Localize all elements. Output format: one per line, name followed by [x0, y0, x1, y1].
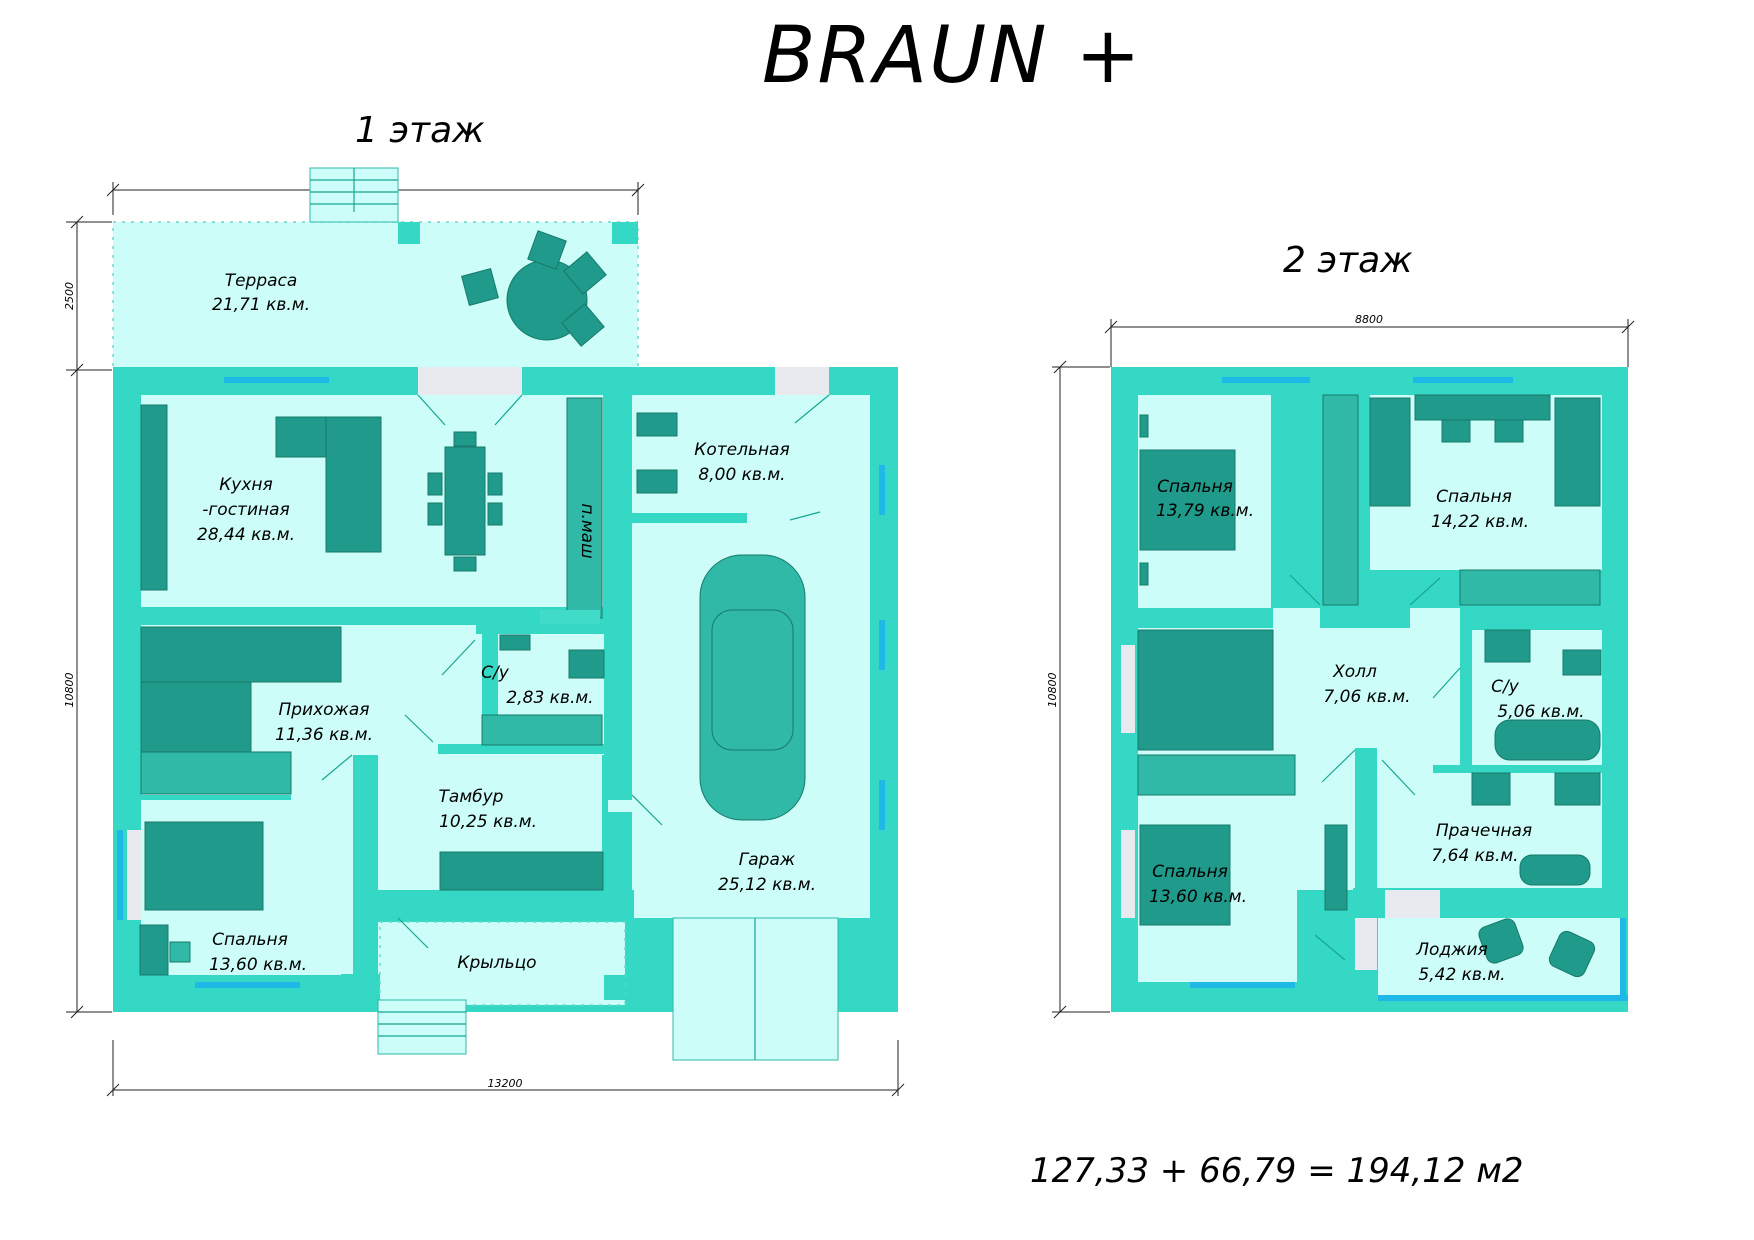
floor1-label: 1 этаж: [355, 110, 485, 151]
garage-name: Гараж: [739, 850, 796, 870]
floor2-plan: 8800 10800: [1046, 313, 1635, 1019]
garage-area: 25,12 кв.м.: [718, 875, 816, 895]
bedroom1-name: Спальня: [212, 930, 288, 950]
hall-area: 11,36 кв.м.: [275, 725, 373, 745]
floor1-dim-terrace: 2500: [63, 282, 76, 310]
boiler-area: 8,00 кв.м.: [698, 465, 785, 485]
floor2-dim-top: 8800: [1355, 313, 1383, 326]
floor2-dimensions: 8800 10800: [1046, 313, 1635, 1019]
f2-wc-area: 5,06 кв.м.: [1497, 702, 1584, 722]
window: [224, 377, 329, 383]
wc1-name: С/у: [481, 663, 510, 683]
vestibule-area: 10,25 кв.м.: [439, 812, 537, 832]
terrace-name: Терраса: [225, 271, 298, 291]
f2-bedroom3-name: Спальня: [1152, 862, 1228, 882]
f2-hall-area: 7,06 кв.м.: [1323, 687, 1410, 707]
f2-laundry-area: 7,64 кв.м.: [1431, 846, 1518, 866]
vestibule-name: Тамбур: [439, 787, 504, 807]
floor1-plan: 8800 13200 2500 10800: [63, 167, 905, 1097]
floor1-dim-main: 10800: [63, 673, 76, 708]
dishwasher-label: п.маш: [577, 503, 597, 558]
floor1-dim-bottom: 13200: [488, 1077, 523, 1090]
kitchen-name: Кухня: [219, 475, 273, 495]
hall-name: Прихожая: [278, 700, 369, 720]
floor1-stairs: [140, 626, 342, 795]
boiler-name: Котельная: [694, 440, 789, 460]
f2-wc-name: С/у: [1491, 677, 1520, 697]
f2-bedroom2-area: 14,22 кв.м.: [1431, 512, 1529, 532]
floor2-label: 2 этаж: [1283, 240, 1413, 281]
floor2-dim-height: 10800: [1046, 673, 1059, 708]
f2-loggia-area: 5,42 кв.м.: [1418, 965, 1505, 985]
f2-loggia-name: Лоджия: [1415, 940, 1488, 960]
total-area: 127,33 + 66,79 = 194,12 м2: [1030, 1151, 1524, 1191]
terrace-table-set: [461, 230, 607, 347]
wc1-area: 2,83 кв.м.: [506, 688, 593, 708]
kitchen-area: 28,44 кв.м.: [197, 525, 295, 545]
f2-hall-name: Холл: [1332, 662, 1377, 682]
f2-bedroom1-area: 13,79 кв.м.: [1156, 501, 1254, 521]
kitchen-name2: -гостиная: [202, 500, 290, 520]
f2-bedroom2-name: Спальня: [1436, 487, 1512, 507]
f2-laundry-name: Прачечная: [1436, 821, 1532, 841]
bedroom1-area: 13,60 кв.м.: [209, 955, 307, 975]
f2-bedroom1-name: Спальня: [1157, 477, 1233, 497]
project-title: BRAUN +: [762, 11, 1143, 101]
car-icon: [699, 554, 806, 821]
terrace-area: 21,71 кв.м.: [212, 295, 310, 315]
kitchen-furniture: [140, 397, 603, 624]
f2-bedroom3-area: 13,60 кв.м.: [1149, 887, 1247, 907]
porch-name: Крыльцо: [457, 953, 536, 973]
